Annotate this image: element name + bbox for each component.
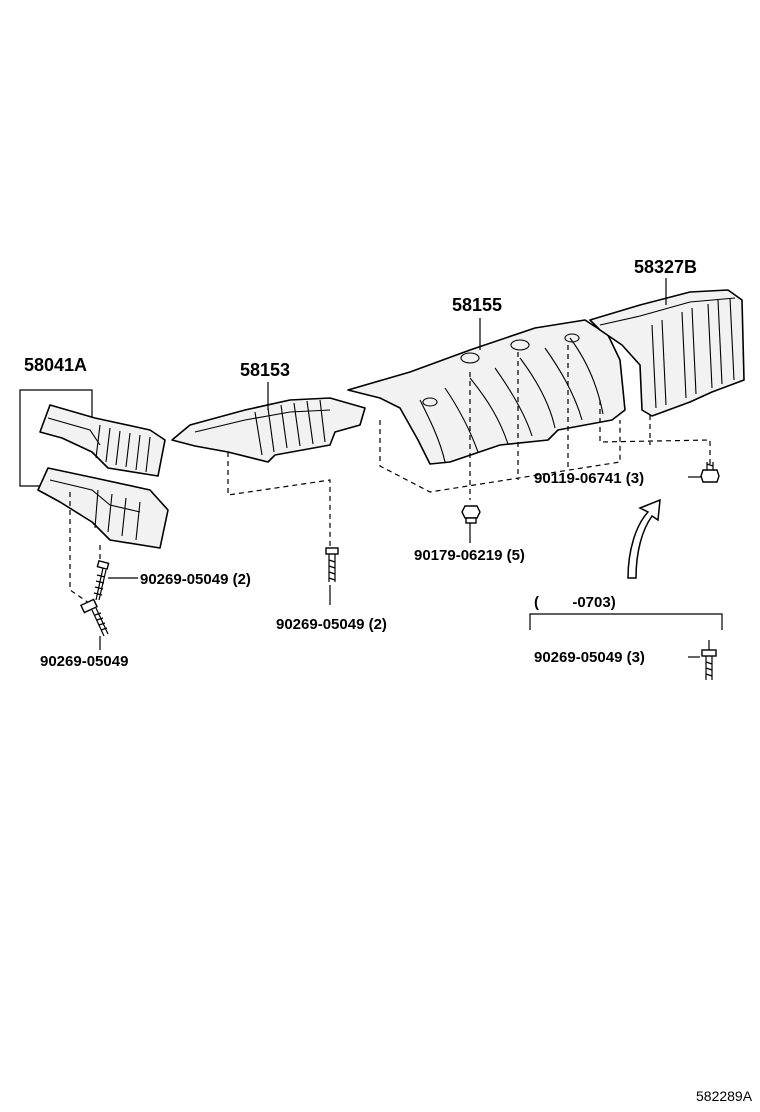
bolt-right-alt-icon[interactable]: [701, 640, 717, 680]
bolt-center-icon[interactable]: [325, 547, 339, 582]
bracket-58041A: [19, 389, 93, 487]
bolt-left-upper-icon[interactable]: [93, 559, 110, 601]
label-90269-05049-left-2[interactable]: 90269-05049 (2): [140, 571, 251, 588]
bolt-right-icon[interactable]: [700, 462, 720, 483]
part-58155[interactable]: [347, 319, 626, 465]
label-58153[interactable]: 58153: [240, 360, 290, 380]
label-range-note: ( -0703): [534, 594, 616, 611]
label-90269-05049-center[interactable]: 90269-05049 (2): [276, 616, 387, 633]
bolt-left-lower-icon[interactable]: [80, 598, 109, 637]
arrow-icon: [627, 498, 661, 579]
label-90179-06219[interactable]: 90179-06219 (5): [414, 547, 525, 564]
label-90269-05049-left[interactable]: 90269-05049: [40, 653, 128, 670]
part-58041A-lower[interactable]: [37, 467, 169, 549]
range-bracket: [529, 613, 723, 630]
figure-id: 582289A: [696, 1088, 753, 1104]
nut-icon[interactable]: [461, 505, 481, 524]
part-58327B[interactable]: [589, 289, 745, 417]
part-58153[interactable]: [171, 397, 366, 463]
label-58041A[interactable]: 58041A: [24, 355, 87, 375]
leader-lines: [99, 278, 702, 658]
dashed-guides: [69, 345, 711, 606]
label-90119-06741[interactable]: 90119-06741 (3): [534, 470, 644, 487]
label-90269-05049-right[interactable]: 90269-05049 (3): [534, 649, 645, 666]
part-58041A-upper[interactable]: [39, 404, 166, 477]
label-58327B[interactable]: 58327B: [634, 257, 697, 277]
label-58155[interactable]: 58155: [452, 295, 502, 315]
